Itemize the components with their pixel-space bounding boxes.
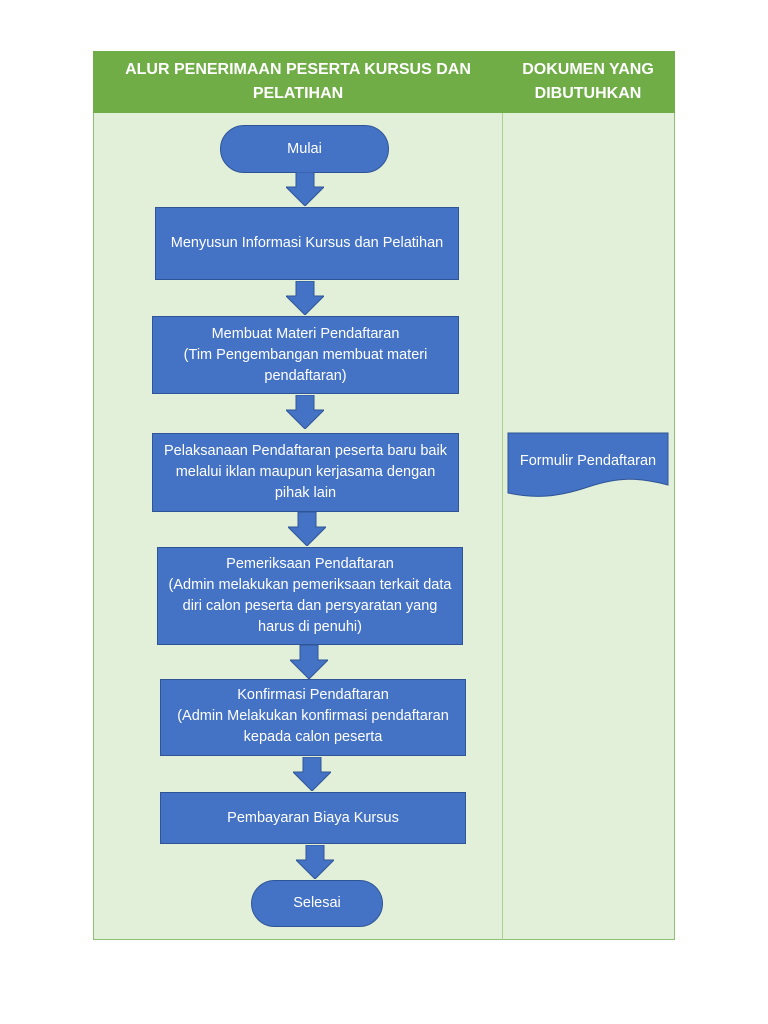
table-header [93,51,675,113]
document-shape [507,432,669,497]
down-arrow-icon [288,512,326,546]
step-materi-pendaftaran: Membuat Materi Pendaftaran (Tim Pengemba… [152,316,459,394]
step-pembayaran: Pembayaran Biaya Kursus [160,792,466,844]
start-terminal: Mulai [220,125,389,173]
documents-column [503,113,674,939]
down-arrow-icon [293,757,331,791]
flow-column-title: ALUR PENERIMAAN PESERTA KURSUS DAN PELAT… [125,61,471,102]
step-konfirmasi-pendaftaran: Konfirmasi Pendaftaran (Admin Melakukan … [160,679,466,756]
down-arrow-icon [296,845,334,879]
end-terminal: Selesai [251,880,383,927]
document-formulir-pendaftaran: Formulir Pendaftaran [519,452,657,469]
column-divider [502,113,503,940]
documents-column-title: DOKUMEN YANG DIBUTUHKAN [522,61,654,102]
down-arrow-icon [286,172,324,206]
down-arrow-icon [286,281,324,315]
step-pemeriksaan-pendaftaran: Pemeriksaan Pendaftaran (Admin melakukan… [157,547,463,645]
down-arrow-icon [286,395,324,429]
step-pelaksanaan-pendaftaran: Pelaksanaan Pendaftaran peserta baru bai… [152,433,459,512]
step-informasi-kursus: Menyusun Informasi Kursus dan Pelatihan [155,207,459,280]
down-arrow-icon [290,645,328,679]
